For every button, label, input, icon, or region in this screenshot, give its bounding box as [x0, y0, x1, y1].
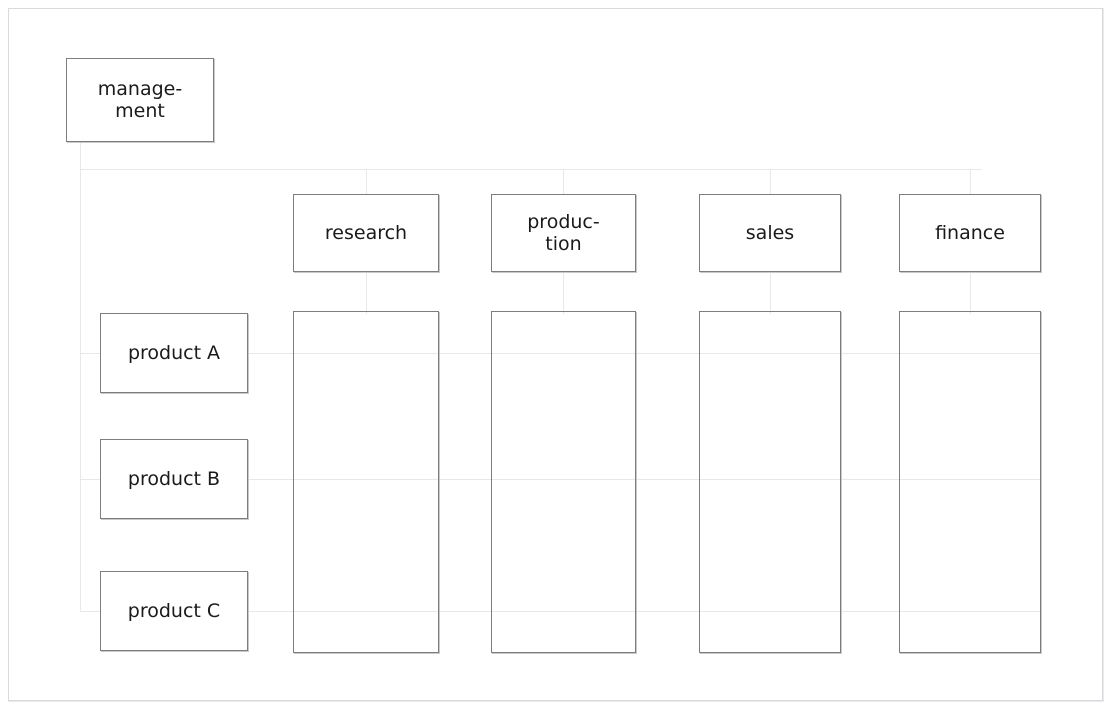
- department-drop-sales: [770, 169, 771, 194]
- product-row-line-b: [80, 479, 1041, 480]
- node-production[interactable]: produc- tion: [491, 194, 636, 272]
- cell-column-production[interactable]: [491, 311, 636, 653]
- node-finance[interactable]: finance: [899, 194, 1041, 272]
- spine-line: [80, 142, 81, 611]
- node-research-label: research: [324, 221, 408, 244]
- department-bus-line: [80, 169, 982, 170]
- cell-column-research[interactable]: [293, 311, 439, 653]
- column-link-research: [366, 272, 367, 314]
- product-row-line-c: [80, 611, 1041, 612]
- cell-column-sales[interactable]: [699, 311, 841, 653]
- node-sales-label: sales: [745, 221, 795, 244]
- node-product-a-label: product A: [127, 341, 221, 364]
- cell-column-finance[interactable]: [899, 311, 1041, 653]
- node-management[interactable]: manage- ment: [66, 58, 214, 142]
- node-management-label: manage- ment: [97, 77, 183, 122]
- page-frame: manage- ment research produc- tion sales…: [8, 8, 1104, 702]
- node-product-c[interactable]: product C: [100, 571, 248, 651]
- department-drop-research: [366, 169, 367, 194]
- node-product-a[interactable]: product A: [100, 313, 248, 393]
- node-product-b[interactable]: product B: [100, 439, 248, 519]
- column-link-sales: [770, 272, 771, 314]
- node-production-label: produc- tion: [527, 210, 600, 255]
- department-drop-finance: [970, 169, 971, 194]
- node-sales[interactable]: sales: [699, 194, 841, 272]
- node-research[interactable]: research: [293, 194, 439, 272]
- node-product-c-label: product C: [127, 599, 221, 622]
- node-product-b-label: product B: [127, 467, 221, 490]
- product-row-line-a: [80, 353, 1041, 354]
- department-drop-production: [563, 169, 564, 194]
- column-link-production: [563, 272, 564, 314]
- column-link-finance: [970, 272, 971, 314]
- node-finance-label: finance: [935, 221, 1005, 244]
